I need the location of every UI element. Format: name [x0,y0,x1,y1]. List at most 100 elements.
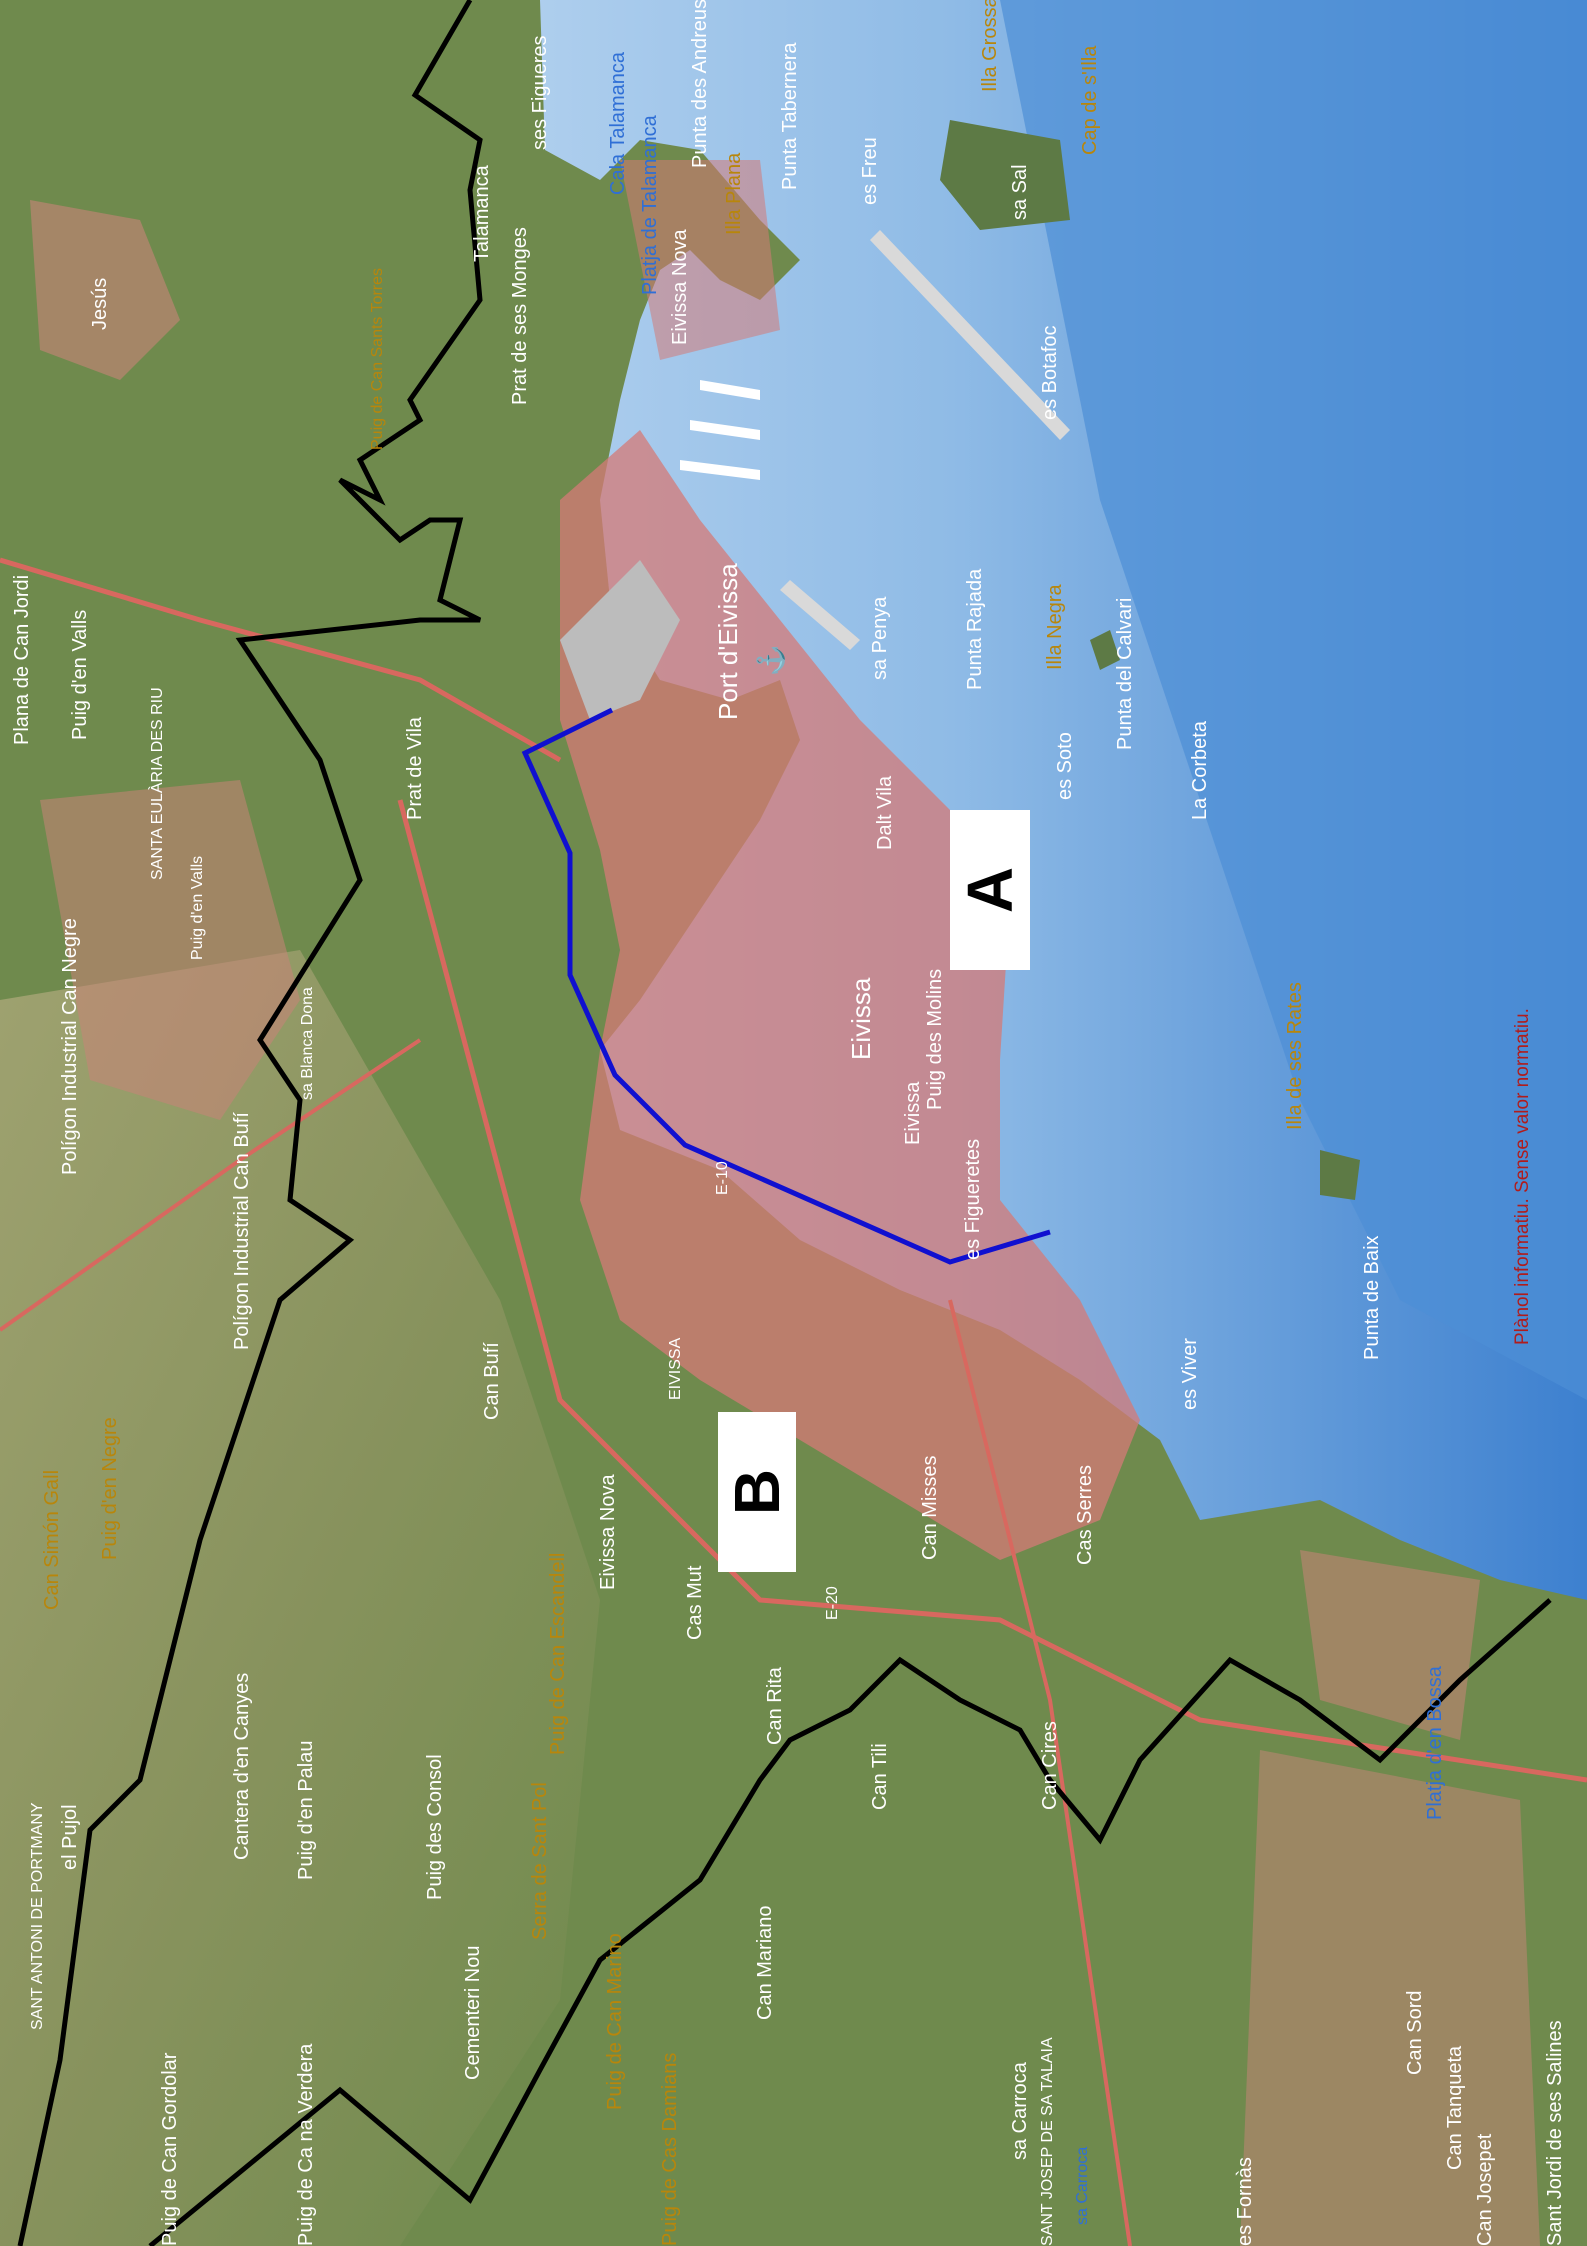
label-cas-mut: Cas Mut [684,1565,706,1640]
label-illa-negra: Illa Negra [1044,584,1066,670]
label-cementeri-nou: Cementeri Nou [462,1945,484,2080]
label-sa-blanca-dona: sa Blanca Dona [299,987,316,1100]
label-can-sord: Can Sord [1404,1990,1426,2076]
illa-ses-rates-island [1320,1150,1360,1200]
label-sa-carroca-2: sa Carroca [1074,2146,1091,2225]
anchor-icon: ⚓ [755,644,786,677]
label-can-rita: Can Rita [764,1667,786,1745]
label-eivissa-nova-s: Eivissa Nova [597,1474,619,1590]
label-puig-valls-2: Puig d'en Valls [189,855,206,960]
label-el-pujol: el Pujol [59,1804,81,1870]
label-illa-rates: Illa de ses Rates [1284,982,1306,1130]
label-es-botafoc: es Botafoc [1039,325,1061,420]
label-plana-can-jordi: Plana de Can Jordi [11,574,33,745]
label-poligon-can-bufi: Polígon Industrial Can Bufí [231,1112,253,1350]
label-puig-negre: Puig d'en Negre [99,1417,121,1560]
label-platja-talamanca: Platja de Talamanca [639,115,661,295]
label-eivissa-nova-n: Eivissa Nova [669,229,691,345]
label-puig-can-sants: Puig de Can Sants Torres [369,267,386,450]
label-ses-figueretes: es Figueretes [962,1138,984,1260]
zone-limit-line[interactable] [521,707,1051,1265]
label-punta-rajada: Punta Rajada [964,568,986,690]
label-cala-talamanca: Cala Talamanca [607,51,629,195]
botafoc-pier [870,230,1070,440]
label-puig-cas-damians: Puig de Cas Damians [659,2052,681,2246]
label-eivissa-2: Eivissa [902,1081,924,1145]
zone-a-box[interactable]: A [950,810,1030,970]
label-illa-plana: Illa Plana [723,152,745,235]
label-illa-grossa: Illa Grossa [979,0,1001,92]
label-cas-serres: Cas Serres [1074,1464,1096,1565]
label-jesus: Jesús [89,277,111,330]
label-sa-penya: sa Penya [869,596,891,680]
label-can-simon-gall: Can Simón Gall [41,1469,63,1610]
label-puig-molins: Puig des Molins [924,968,946,1110]
label-platja-bossa: Platja d'en Bossa [1424,1666,1446,1820]
label-sa-carroca: sa Carroca [1009,2062,1031,2160]
label-eivissa-main: Eivissa [846,977,876,1060]
port-structure [560,560,680,720]
label-can-bufi: Can Bufí [481,1342,503,1420]
label-port-eivissa: Port d'Eivissa [713,563,743,720]
label-road-e10: E-10 [714,1161,731,1195]
label-punta-baix: Punta de Baix [1361,1235,1383,1360]
label-can-mariano: Can Mariano [754,1905,776,2020]
urban-area-eivissa [560,430,1140,1560]
urban-area-talamanca [620,160,780,360]
label-puig-valls: Puig d'en Valls [69,609,91,740]
label-serra-sant-pol: Serra de Sant Pol [529,1782,551,1940]
label-la-corbeta: La Corbeta [1189,721,1211,820]
sa-penya-pier [780,580,860,650]
label-es-soto: es Soto [1054,732,1076,800]
marina-piers [680,380,760,480]
label-can-misses: Can Misses [919,1455,941,1560]
urban-area-sant-jordi [1240,1750,1540,2246]
disclaimer-text: Plànol informatiu. Sense valor normatiu. [1512,1008,1533,1345]
label-puig-consol: Puig des Consol [424,1754,446,1900]
label-ses-figueres-n: ses Figueres [529,35,551,151]
label-can-tanqueta: Can Tanqueta [1444,2045,1466,2170]
label-cap-illa: Cap de s'Illa [1079,45,1101,155]
label-sant-josep: SANT JOSEP DE SA TALAIA [1039,2037,1056,2246]
label-sant-antoni: SANT ANTONI DE PORTMANY [29,1802,46,2030]
main-road [0,557,562,763]
label-puig-can-escandell: Puig de Can Escandell [547,1552,569,1755]
municipal-boundary [17,0,483,2246]
urban-area-jesus [30,200,180,380]
label-punta-calvari: Punta del Calvari [1114,597,1136,750]
label-talamanca: Talamanca [471,165,493,262]
main-road-e20 [948,1299,1132,2246]
label-puig-palau: Puig d'en Palau [295,1740,317,1880]
label-es-freu: es Freu [859,137,881,205]
zone-a-label: A [954,866,1026,914]
label-sant-jordi: Sant Jordi de ses Salines [1544,2020,1566,2246]
urban-area-puig-valls [40,780,300,1120]
municipal-boundary-south [148,1598,1552,2246]
urban-area-platja-bossa [1300,1550,1480,1740]
label-es-fornas: es Fornàs [1234,2157,1256,2246]
label-can-josepet: Can Josepet [1474,2133,1496,2246]
label-punta-andreus: Punta des Andreus [689,0,711,168]
mountain-area [0,950,600,2246]
label-ca-na-verdera: Puig de Ca na Verdera [295,2043,317,2246]
zone-b-box[interactable]: B [718,1412,796,1572]
secondary-road [0,1038,422,1332]
label-road-e20: E-20 [824,1586,841,1620]
label-poligon-can-negre: Polígon Industrial Can Negre [59,918,81,1175]
label-can-cires: Can Cires [1039,1721,1061,1810]
deep-sea-area [1000,0,1587,1400]
label-prat-monges: Prat de ses Monges [509,227,531,405]
illa-grossa-island [940,120,1070,230]
label-eivissa-caps: EIVISSA [667,1337,684,1400]
label-santa-eularia: SANTA EULÀRIA DES RIU [149,687,166,880]
label-sa-sal: sa Sal [1009,164,1031,220]
label-punta-tabernera: Punta Tabernera [779,42,801,190]
label-can-tili: Can Tili [869,1743,891,1810]
label-prat-vila: Prat de Vila [404,716,426,820]
illa-negra-island [1090,630,1120,670]
label-cantera: Cantera d'en Canyes [231,1672,253,1860]
main-road-south [397,799,1587,1783]
label-es-viver: es Viver [1179,1338,1201,1410]
